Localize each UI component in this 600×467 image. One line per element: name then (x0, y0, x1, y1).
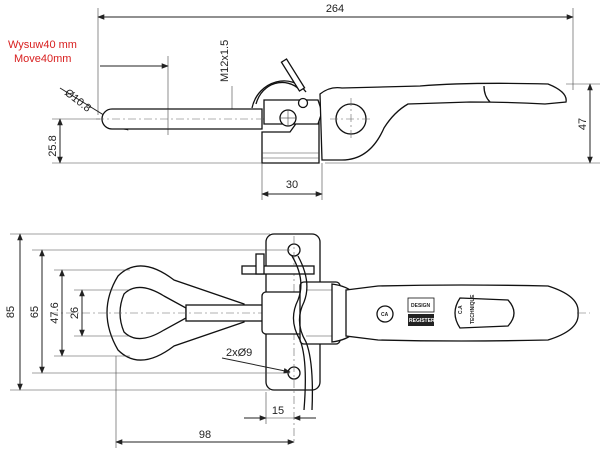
pin-head (297, 97, 309, 109)
ca-text-1: C.A (458, 305, 464, 314)
lever-handle (319, 82, 567, 161)
safety-wire-outer (297, 255, 314, 411)
safety-pin (280, 58, 306, 92)
rod-height-label: 25.8 (47, 135, 59, 156)
thread-label: M12x1.5 (219, 40, 231, 82)
logo-emblem-mark: CA (381, 312, 389, 318)
overall-width-label: 85 (5, 306, 17, 318)
hole-offset-label: 15 (272, 405, 284, 417)
mount-holes-leader (221, 357, 291, 374)
base-width-label: 30 (286, 179, 298, 191)
height-label: 47 (577, 118, 589, 130)
logo-emblem (376, 305, 394, 323)
loop-inner-label: 26 (69, 307, 81, 319)
loop-length-label: 98 (199, 429, 211, 441)
top-view: CA DESIGN REGISTERED C.A TECHNIQUE 85 65… (5, 233, 590, 448)
loop-width-label: 47.6 (49, 302, 61, 323)
ca-technique-logo: C.A TECHNIQUE (454, 294, 515, 329)
rod-diameter-label: Ø10.8 (62, 87, 93, 115)
design-registered-logo: CA DESIGN REGISTERED (376, 297, 442, 326)
logo-design-text: DESIGN (411, 303, 431, 309)
ca-text-2: TECHNIQUE (470, 294, 476, 324)
move-label-pl: Wysuw40 mm (8, 39, 77, 51)
spring-clip-post (255, 253, 265, 275)
overall-length-label: 264 (326, 3, 344, 15)
move-label-en: Move40mm (14, 53, 71, 65)
lever-grip-line (483, 85, 491, 103)
side-view: 264 Wysuw40 mm Move40mm Ø10.8 M12x1.5 (8, 3, 600, 200)
safety-wire (291, 255, 306, 411)
mount-holes-label: 2xØ9 (226, 347, 252, 359)
handle-slot (454, 297, 515, 329)
spring-clip-top (241, 265, 315, 275)
spring-wire (255, 81, 301, 105)
hole-spacing-label: 65 (29, 306, 41, 318)
logo-registered-text: REGISTERED (409, 318, 442, 324)
